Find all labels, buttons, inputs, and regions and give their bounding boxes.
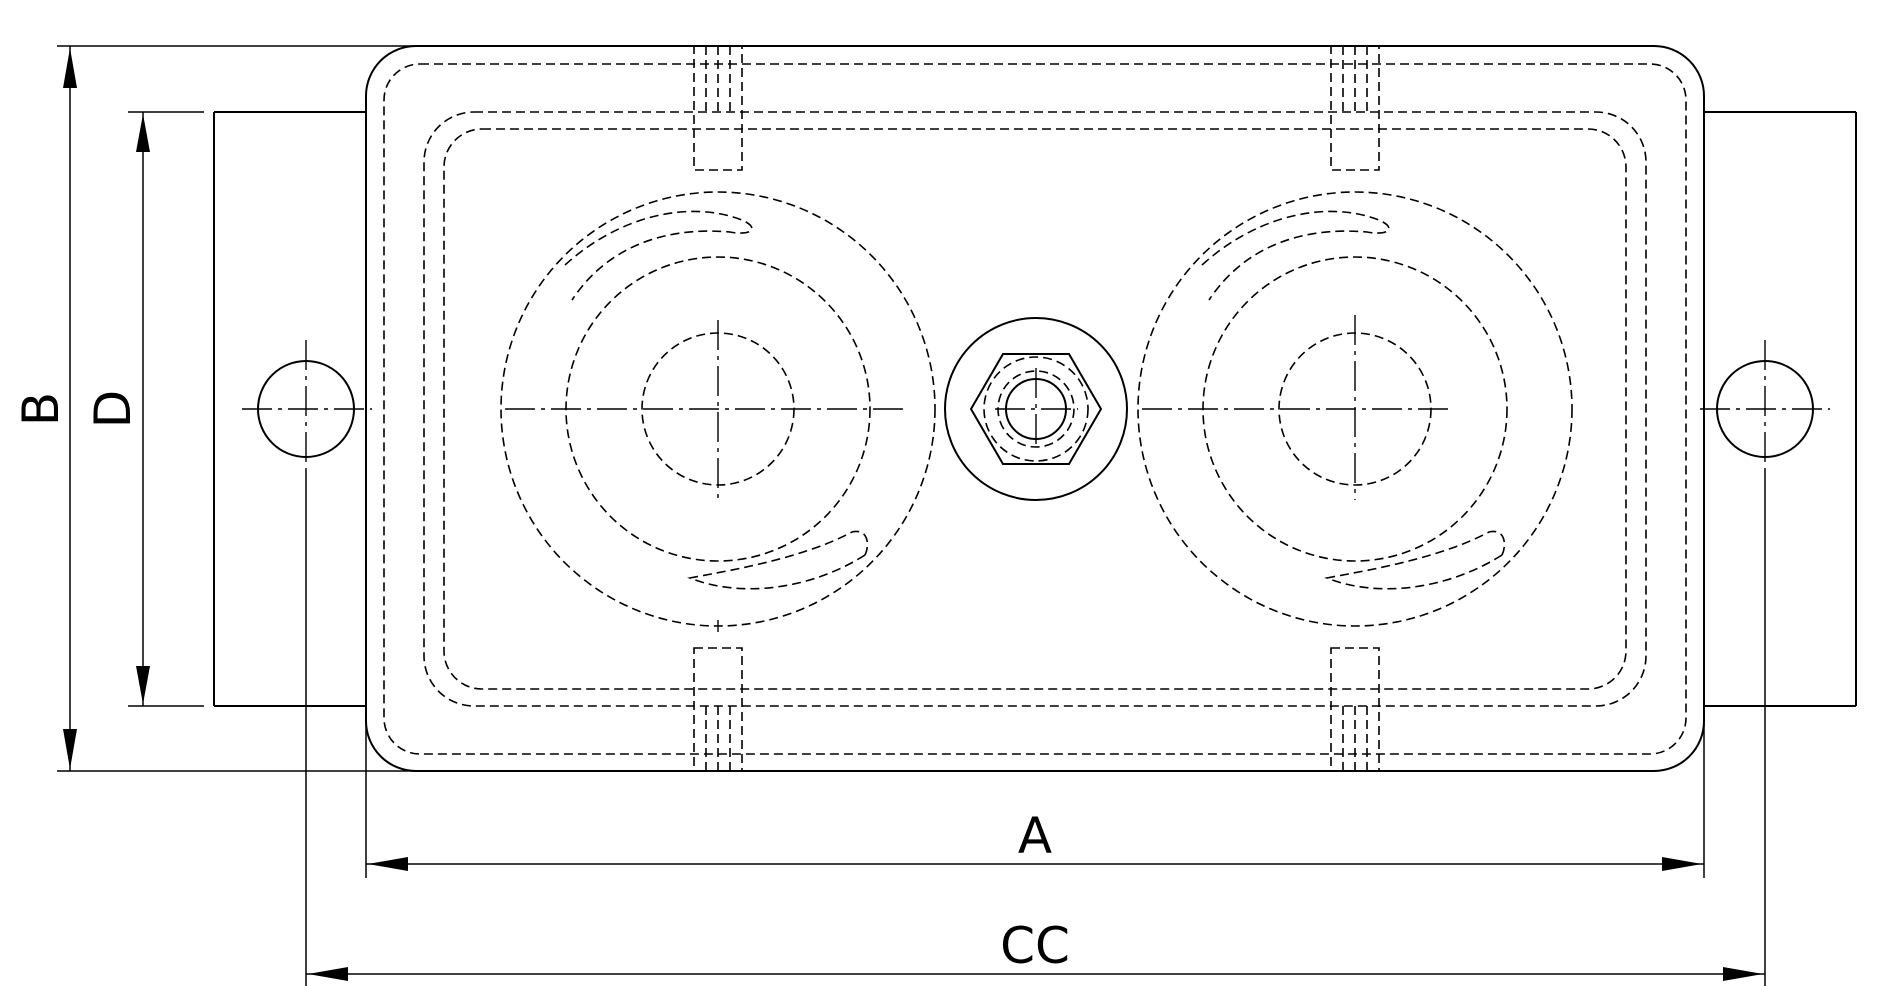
dimension-cc: CC — [305, 470, 1766, 986]
mounting-hole-left — [242, 340, 372, 470]
dimension-d-label: D — [84, 390, 142, 429]
threaded-insert-top-left — [693, 45, 743, 171]
threaded-insert-bottom-left — [693, 647, 743, 772]
dimension-a: A — [365, 720, 1705, 878]
threaded-insert-bottom-right — [1330, 647, 1380, 772]
central-bolt — [944, 317, 1128, 501]
elastomer-element-right — [1137, 191, 1573, 627]
hidden-inner-outlines — [383, 63, 1687, 755]
hex-nut-icon — [969, 353, 1103, 465]
elastomer-element-left — [500, 191, 936, 632]
dimension-b: B — [12, 45, 420, 772]
dimension-b-label: B — [12, 392, 70, 426]
dimension-cc-label: CC — [1000, 917, 1070, 975]
dimension-d: D — [84, 111, 204, 707]
threaded-insert-top-right — [1330, 45, 1380, 171]
dimension-a-label: A — [1018, 807, 1052, 865]
mounting-flange — [213, 111, 1857, 707]
mounting-hole-right — [1700, 340, 1830, 470]
